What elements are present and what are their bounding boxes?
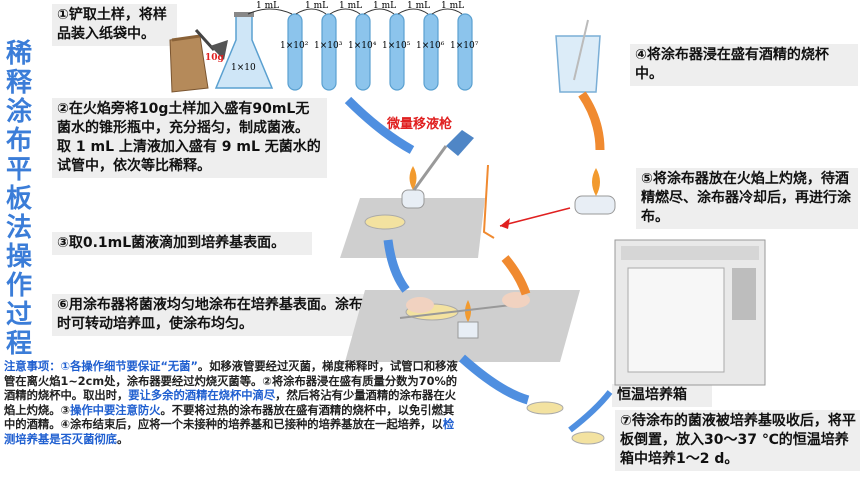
alcohol-lamp-icon bbox=[401, 166, 425, 209]
test-tube bbox=[355, 13, 371, 91]
blue-arrow bbox=[568, 390, 613, 433]
blue-arrow bbox=[383, 239, 410, 293]
orange-arrow bbox=[578, 91, 605, 151]
step-5-text: ⑤将涂布器放在火焰上灼烧，待酒精燃尽、涂布器冷却后，再进行涂布。 bbox=[636, 168, 858, 229]
transfer-label: 1 mL bbox=[256, 1, 279, 11]
orange-arrow bbox=[501, 255, 531, 296]
transfer-label: 1 mL bbox=[373, 1, 396, 11]
title-char: 过 bbox=[5, 300, 32, 330]
tube-label: 1×10³ bbox=[314, 41, 343, 51]
micropipette-icon bbox=[412, 130, 474, 191]
title-char: 操 bbox=[5, 242, 32, 272]
title-char: 法 bbox=[5, 213, 32, 243]
petri-dish-icon bbox=[364, 214, 406, 230]
title-char: 作 bbox=[5, 271, 32, 301]
tube-label: 1×10⁴ bbox=[348, 41, 377, 51]
flask-icon bbox=[214, 12, 274, 89]
petri-dish-icon bbox=[571, 431, 605, 445]
incubator-label: 恒温培养箱 bbox=[612, 384, 712, 407]
tube-label: 1×10⁷ bbox=[450, 41, 479, 51]
notes-heading: 注意事项： bbox=[4, 360, 61, 373]
pipette-label: 微量移液枪 bbox=[387, 117, 453, 132]
hand-icon bbox=[502, 292, 530, 308]
soil-mass-label: 10g bbox=[205, 53, 225, 63]
title-char: 涂 bbox=[5, 97, 32, 127]
petri-dish-icon bbox=[526, 401, 564, 415]
test-tube bbox=[287, 13, 303, 91]
red-arrow bbox=[499, 207, 571, 227]
title-char: 程 bbox=[5, 329, 32, 359]
step-7-text: ⑦待涂布的菌液被培养基吸收后，将平板倒置，放入30～37 ℃的恒温培养箱中培养1… bbox=[615, 410, 860, 471]
tube-label: 1×10⁵ bbox=[382, 41, 411, 51]
test-tube bbox=[321, 13, 337, 91]
notes-text: 。如移液管要经过灭菌，梯度稀释时，试管口和移液管在离火焰1~2cm处，涂布器要经… bbox=[4, 360, 458, 403]
transfer-label: 1 mL bbox=[441, 1, 464, 11]
title-char: 稀 bbox=[5, 39, 32, 69]
notes-block: 注意事项：①各操作细节要保证“无菌”。如移液管要经过灭菌，梯度稀释时，试管口和移… bbox=[4, 360, 459, 448]
title-char: 平 bbox=[5, 155, 32, 185]
notes-text: 。 bbox=[116, 432, 129, 446]
hand-icon bbox=[406, 297, 434, 313]
test-tube bbox=[389, 13, 405, 91]
notes-highlight: 操作中要注意防火 bbox=[70, 403, 161, 417]
title-char: 板 bbox=[5, 184, 32, 214]
step-6-text: ⑥用涂布器将菌液均匀地涂布在培养基表面。涂布时可转动培养皿，使涂布均匀。 bbox=[52, 294, 372, 336]
blue-arrow bbox=[458, 354, 530, 405]
step-1-text: ①铲取土样，将样品装入纸袋中。 bbox=[52, 4, 177, 46]
step-4-text: ④将涂布器浸在盛有酒精的烧杯中。 bbox=[630, 44, 858, 86]
title-char: 布 bbox=[5, 126, 32, 156]
step-3-text: ③取0.1mL菌液滴加到培养基表面。 bbox=[52, 232, 312, 255]
test-tube bbox=[423, 13, 439, 91]
flask-label: 1×10 bbox=[231, 63, 256, 73]
red-arrow-head bbox=[500, 218, 510, 229]
notes-text: 。不要将过热的涂布器放在盛有酒精的烧杯中，以免引燃其中的酒精。④涂布结束后，应将… bbox=[4, 403, 455, 432]
spreader-icon bbox=[399, 303, 521, 319]
notes-highlight: 检测培养基是否灭菌彻底 bbox=[4, 418, 455, 446]
beaker-icon bbox=[555, 19, 601, 93]
spreader-icon bbox=[482, 164, 495, 239]
soil-bag-icon bbox=[169, 28, 228, 93]
notes-highlight: 要让多余的酒精在烧杯中滴尽 bbox=[128, 389, 276, 403]
alcohol-lamp-icon bbox=[574, 168, 616, 215]
transfer-arrows bbox=[247, 8, 463, 15]
notes-text: ，然后将沾有少量酒精的涂布器在火焰上灼烧。③ bbox=[4, 389, 456, 417]
notes-text: ①各操作细节要保证“无菌” bbox=[60, 360, 198, 373]
tube-label: 1×10² bbox=[280, 41, 309, 51]
transfer-label: 1 mL bbox=[339, 1, 362, 11]
step-2-text: ②在火焰旁将10g土样加入盛有90mL无菌水的锥形瓶中，充分摇匀，制成菌液。取 … bbox=[52, 98, 327, 178]
transfer-label: 1 mL bbox=[305, 1, 328, 11]
blue-arrow bbox=[344, 96, 415, 154]
vertical-title: 稀 释 涂 布 平 板 法 操 作 过 程 bbox=[4, 40, 34, 359]
tube-label: 1×10⁶ bbox=[416, 41, 445, 51]
test-tubes bbox=[287, 13, 473, 91]
bench-panel bbox=[340, 198, 485, 258]
transfer-label: 1 mL bbox=[407, 1, 430, 11]
title-char: 释 bbox=[5, 68, 32, 98]
test-tube bbox=[457, 13, 473, 91]
incubator-icon bbox=[614, 239, 766, 386]
